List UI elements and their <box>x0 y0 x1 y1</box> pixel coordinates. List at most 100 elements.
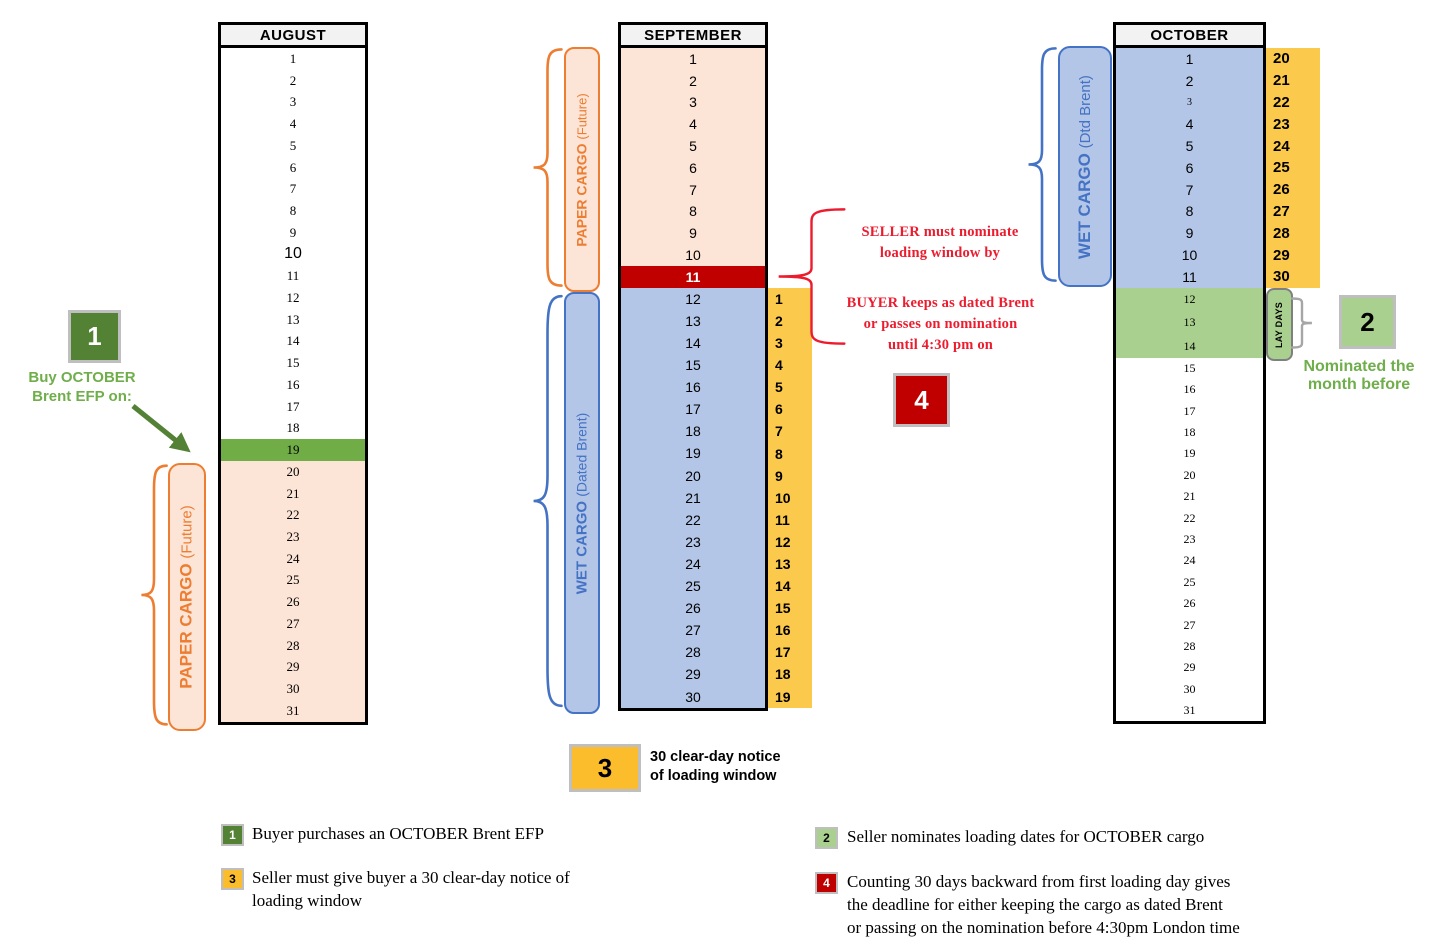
day-number: 6 <box>1185 159 1194 176</box>
day-number: 26 <box>1183 596 1196 611</box>
clear-day-count: 29 <box>1273 246 1290 264</box>
calendar-day: 24 <box>621 552 765 575</box>
clear-day-count: 22 <box>1273 93 1290 111</box>
calendar-day: 7 <box>1116 178 1263 201</box>
day-number: 15 <box>1183 360 1196 375</box>
calendar-day: 2 <box>621 69 765 92</box>
day-number: 19 <box>1183 446 1196 461</box>
day-number: 16 <box>685 379 701 396</box>
day-number: 14 <box>1183 338 1196 353</box>
clear-day-count: 2 <box>775 312 783 329</box>
day-number: 3 <box>689 94 697 111</box>
calendar-day: 28 <box>1116 636 1263 657</box>
calendar-day: 19 <box>1116 443 1263 464</box>
calendar-day: 8 <box>621 200 765 223</box>
day-number: 27 <box>1183 617 1196 632</box>
calendar-day: 27 <box>621 619 765 642</box>
calendar-day: 5 <box>221 135 365 157</box>
arrow-to-efp-day <box>131 404 191 453</box>
clear-day-count: 16 <box>775 622 791 639</box>
label-text: PAPER CARGO (Future) <box>177 505 197 689</box>
calendar-day: 4 <box>221 113 365 135</box>
calendar-day: 14 <box>621 331 765 355</box>
day-number: 8 <box>689 203 697 220</box>
calendar-day: 8 <box>1116 200 1263 223</box>
calendar-day: 21 <box>221 482 365 505</box>
clear-day-count: 24 <box>1273 137 1290 155</box>
day-number: 11 <box>685 268 701 285</box>
day-number: 13 <box>1183 315 1196 330</box>
brace-september-paper <box>532 47 563 288</box>
day-number: 3 <box>289 94 297 110</box>
clear-day-count: 7 <box>775 423 783 440</box>
step-badge-3: 3 <box>569 744 641 792</box>
calendar-day: 6 <box>221 157 365 179</box>
month-header: SEPTEMBER <box>621 25 765 48</box>
day-number: 10 <box>1181 247 1198 264</box>
calendar-day: 24 <box>221 547 365 570</box>
calendar-day: 25 <box>621 574 765 598</box>
note-seller-nominate: SELLER must nominate loading window by <box>861 224 1019 261</box>
calendar-day: 14 <box>221 331 365 353</box>
calendar-day: 13 <box>221 309 365 331</box>
calendar-day: 30 <box>221 678 365 701</box>
calendar-day: 31 <box>1116 700 1263 721</box>
calendar-day: 10 <box>621 244 765 266</box>
calendar-day: 3 <box>621 91 765 114</box>
calendar-day: 12 <box>221 287 365 309</box>
clear-day-count: 14 <box>775 578 791 595</box>
day-number: 17 <box>1183 403 1196 418</box>
label-text: PAPER CARGO (Future) <box>574 92 591 247</box>
label-wet-cargo-september: WET CARGO (Dated Brent) <box>564 292 600 714</box>
day-number: 16 <box>286 376 300 392</box>
day-number: 10 <box>685 247 701 264</box>
calendar-day: 4 <box>1116 113 1263 136</box>
day-number: 14 <box>685 335 701 351</box>
clear-day-count: 10 <box>775 489 791 506</box>
label-lay-days: LAY DAYS <box>1266 288 1293 361</box>
day-number: 31 <box>1183 703 1196 718</box>
calendar-day: 30 <box>1116 679 1263 700</box>
calendar-day: 17 <box>221 396 365 418</box>
day-number: 24 <box>1183 553 1196 568</box>
calendar-day: 26 <box>221 591 365 614</box>
day-number: 25 <box>685 578 701 595</box>
day-number: 30 <box>685 688 701 705</box>
day-number: 6 <box>689 159 697 176</box>
day-number: 26 <box>685 600 701 617</box>
day-number: 5 <box>289 137 297 153</box>
day-number: 23 <box>286 529 300 545</box>
day-number: 12 <box>1183 291 1196 306</box>
clear-day-count: 11 <box>775 511 790 528</box>
calendar-day: 2 <box>221 70 365 92</box>
day-number: 17 <box>685 401 701 418</box>
day-number: 3 <box>1187 96 1192 108</box>
day-number: 15 <box>286 355 300 371</box>
legend-badge-3: 3 <box>221 868 244 890</box>
calendar-day: 11 <box>221 265 365 287</box>
clear-day-count: 13 <box>775 555 791 572</box>
calendar-day: 29 <box>221 656 365 679</box>
calendar-day: 13 <box>621 309 765 332</box>
day-number: 19 <box>286 442 300 458</box>
calendar-day: 25 <box>221 569 365 592</box>
day-number: 9 <box>689 225 697 242</box>
step-badge-2: 2 <box>1339 295 1396 349</box>
day-number: 27 <box>685 622 701 639</box>
calendar-day: 18 <box>221 417 365 439</box>
calendar-day: 13 <box>1116 311 1263 335</box>
calendar-day: 3 <box>1116 91 1263 114</box>
brace-lay-days <box>1291 298 1313 348</box>
label-paper-cargo-september: PAPER CARGO (Future) <box>564 47 600 292</box>
day-number: 31 <box>286 702 300 718</box>
calendar-day: 21 <box>1116 486 1263 507</box>
day-number: 24 <box>286 550 300 566</box>
